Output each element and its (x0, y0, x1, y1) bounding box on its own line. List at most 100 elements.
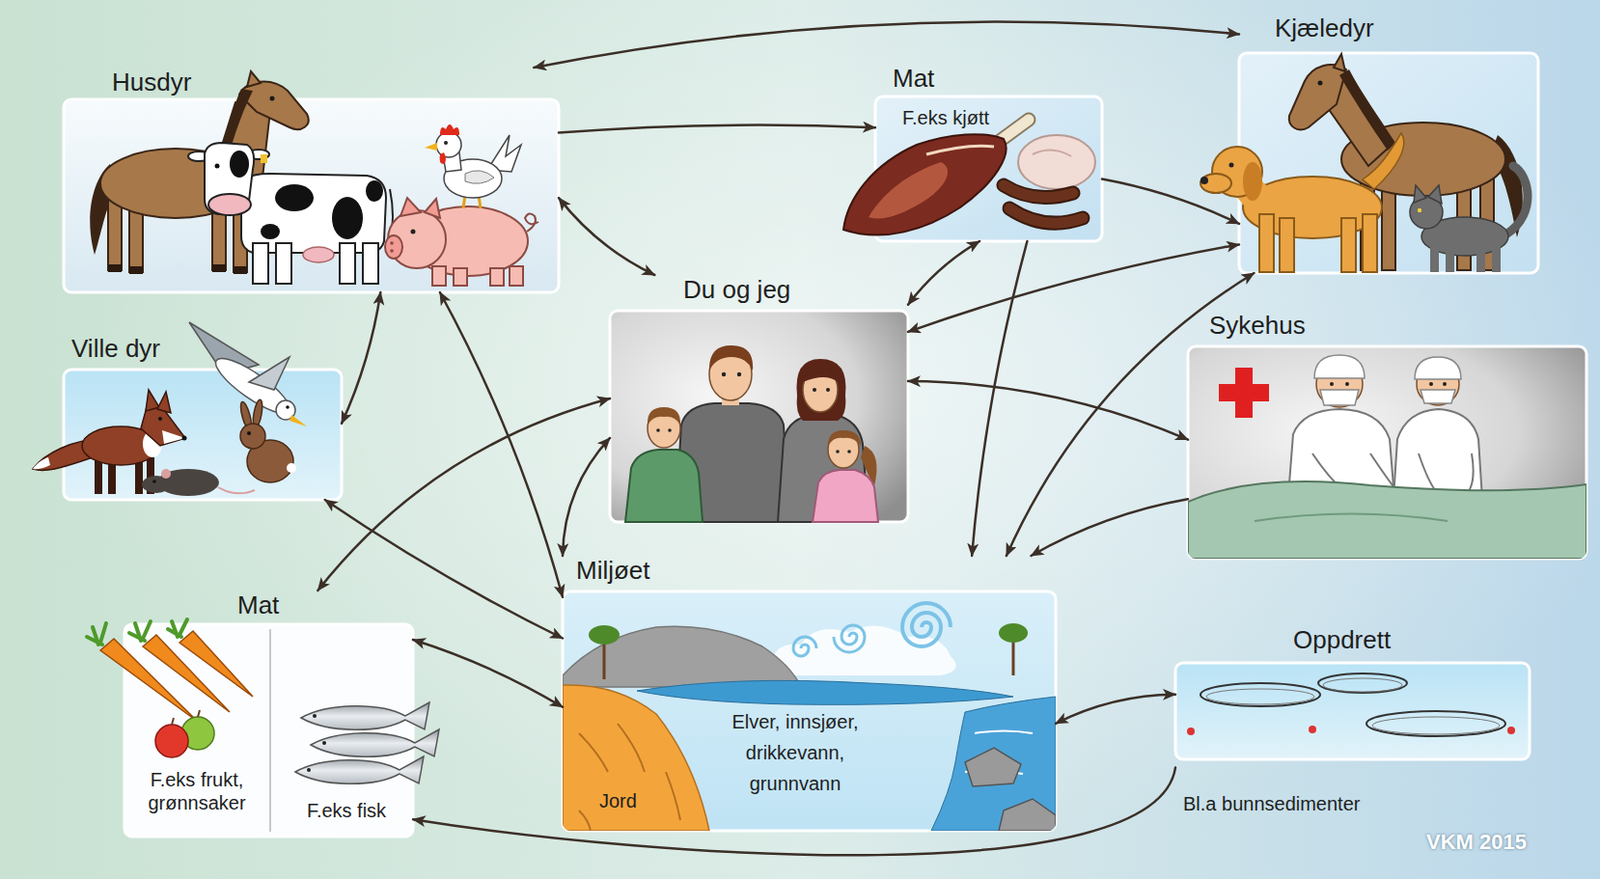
livestock-art (63, 99, 559, 293)
livestock-art (303, 247, 334, 263)
wild-animals-art (158, 416, 163, 421)
node-heading: Husdyr (111, 67, 192, 98)
pets-art (1445, 243, 1455, 273)
connector-arrow (558, 125, 876, 134)
connector-arrow (558, 197, 655, 276)
diagram-node: Kjæledyr (1239, 13, 1539, 274)
environment-art (902, 603, 951, 647)
diagram-node: Husdyr (63, 67, 559, 293)
diagram-node: Du og jeg (609, 275, 909, 523)
plant-food-art (295, 756, 424, 784)
hospital-art (1314, 355, 1365, 379)
fish-farm-art (1507, 726, 1516, 735)
pets-art (1239, 53, 1539, 274)
wild-animals-art (248, 357, 290, 390)
node-heading: Mat (892, 63, 935, 94)
hospital-art (1420, 389, 1456, 404)
wild-animals-art (140, 407, 186, 446)
meat-art (1032, 149, 1072, 157)
hospital-art (1187, 346, 1587, 559)
livestock-art (440, 152, 447, 165)
livestock-art (129, 266, 143, 275)
livestock-art (233, 266, 248, 275)
livestock-art (212, 264, 226, 273)
node-text: F.eks kjøtt (902, 106, 990, 130)
hospital-art (1187, 481, 1587, 559)
people-art (812, 469, 879, 523)
livestock-art (208, 193, 251, 216)
pets-art (1428, 185, 1442, 204)
hospital-art (1187, 355, 1587, 559)
people-art (826, 387, 830, 392)
wild-animals-art (285, 405, 290, 410)
wild-animals-art (240, 423, 266, 449)
wild-animals-art (247, 431, 251, 436)
people-art (609, 310, 909, 523)
people-art (835, 449, 840, 454)
node-text: Jord (599, 789, 637, 813)
wild-animals-art (218, 487, 255, 494)
plant-food-art (269, 629, 272, 832)
livestock-art (509, 266, 524, 286)
people-art (647, 407, 681, 425)
livestock-art (385, 235, 403, 259)
environment-art (588, 625, 620, 645)
wild-animals-art (209, 350, 297, 422)
wild-animals-art (32, 457, 51, 469)
fish-farm-art (1372, 717, 1500, 735)
livestock-art (362, 243, 379, 284)
environment-art (793, 636, 817, 657)
wild-animals-art (289, 414, 307, 427)
node-heading: Miljøet (576, 555, 651, 586)
plant-food-art (310, 729, 440, 757)
node-text: F.eks fisk (283, 799, 410, 823)
wild-animals-art (182, 436, 188, 442)
diagram-node: OppdrettBl.a bunnsedimenter (1175, 625, 1530, 824)
livestock-art (108, 264, 122, 273)
livestock-art (453, 268, 468, 286)
meat-art (999, 119, 1029, 141)
environment-art (636, 680, 1014, 705)
livestock-art (241, 173, 387, 253)
livestock-art (400, 197, 421, 217)
livestock-art (331, 196, 363, 240)
wild-animals-art (162, 430, 186, 444)
livestock-art (260, 223, 280, 240)
pets-art (1430, 243, 1439, 273)
fish-farm-art (1175, 662, 1530, 760)
plant-food-art (306, 768, 311, 773)
livestock-art (204, 142, 254, 215)
livestock-art (490, 268, 504, 286)
wild-animals-art (157, 391, 171, 414)
pets-art (1491, 243, 1501, 273)
environment-art (931, 696, 1056, 831)
fish-farm-art (1175, 662, 1530, 760)
node-heading: Ville dyr (71, 333, 161, 364)
livestock-art (247, 71, 261, 87)
pets-art (1507, 165, 1528, 234)
wild-animals-art (286, 463, 297, 473)
node-heading: Kjæledyr (1274, 13, 1375, 44)
livestock-art (436, 132, 462, 158)
environment-art (1012, 640, 1016, 676)
meat-art (1003, 185, 1074, 198)
livestock-art (424, 142, 438, 151)
meat-art (868, 162, 948, 220)
people-art (625, 449, 703, 523)
environment-art (965, 747, 1021, 787)
connector-arrow (908, 381, 1188, 441)
livestock-art (389, 248, 394, 253)
plant-food-art (155, 724, 189, 758)
livestock-art (365, 180, 384, 202)
livestock-art (524, 213, 539, 232)
node-heading: Mat (237, 590, 279, 621)
pets-art (1417, 208, 1422, 213)
hospital-art (1329, 382, 1334, 387)
diagram-node: MatF.eks frukt, grønnsakerF.eks fisk (124, 590, 414, 837)
plant-food-art (86, 619, 440, 837)
livestock-art (443, 140, 448, 145)
connector-arrow (1030, 498, 1188, 556)
pets-art (1341, 218, 1356, 273)
